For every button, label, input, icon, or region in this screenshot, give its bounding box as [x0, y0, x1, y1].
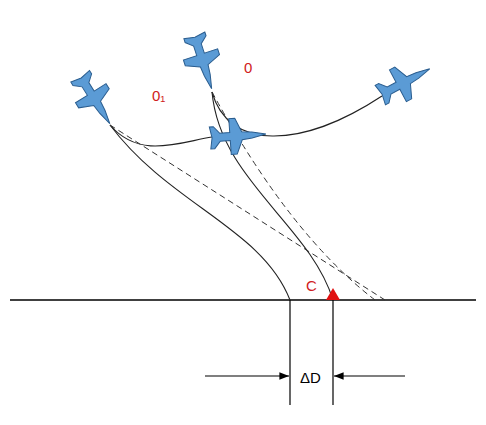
dimension-arrow [205, 375, 289, 376]
extension-line [332, 300, 333, 405]
pull-out-path [110, 125, 212, 146]
aircraft [65, 30, 438, 156]
aircraft [209, 116, 267, 156]
point-label: C [306, 278, 317, 293]
center-label: 0 [244, 60, 252, 75]
target-marker [326, 288, 340, 300]
trajectories [110, 92, 382, 300]
dimension-label: ΔD [298, 369, 323, 386]
sight-lines [110, 92, 385, 300]
center-label: 0₁ [152, 88, 165, 103]
aircraft [65, 67, 125, 134]
aircraft [372, 53, 438, 111]
ground-line [10, 299, 476, 300]
aircraft [177, 30, 229, 94]
extension-line [289, 300, 290, 405]
dimension-arrow [334, 375, 405, 376]
bomb-trajectory [110, 125, 290, 300]
